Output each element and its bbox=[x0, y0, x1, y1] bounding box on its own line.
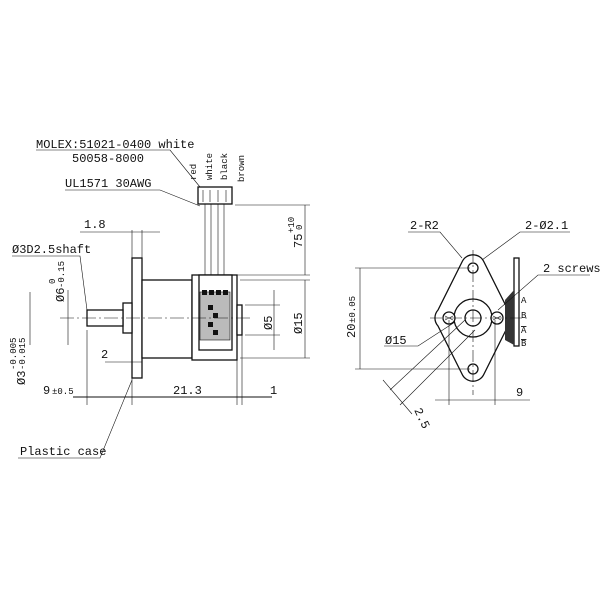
pin-b-bar: B bbox=[521, 339, 527, 349]
dim-shaft-dia-value: Ø3 bbox=[15, 371, 29, 385]
dim-terminal-offset: 9 bbox=[516, 386, 523, 400]
dim-flange-thickness: 1.8 bbox=[84, 218, 106, 232]
pin-a: A bbox=[521, 296, 527, 306]
motor-body bbox=[141, 279, 193, 359]
dim-hub-dia: Ø6 0 -0.15 bbox=[48, 261, 68, 302]
wire-color-red: red bbox=[189, 164, 199, 180]
front-view: 2-R2 2-Ø2.1 2 screws 20 ±0.05 Ø15 2.5 9 … bbox=[345, 219, 600, 431]
dim-shaft-length-tol: ±0.5 bbox=[52, 387, 74, 397]
terminal-board bbox=[513, 257, 520, 347]
wire-color-black: black bbox=[220, 153, 230, 180]
connector bbox=[197, 186, 233, 205]
dim-hub-tol-lower: -0.15 bbox=[57, 261, 67, 288]
screws-label: 2 screws bbox=[543, 262, 600, 276]
dim-body-dia: Ø15 bbox=[292, 312, 306, 334]
dim-lead-tol-upper: +10 bbox=[287, 217, 297, 233]
wire-color-brown: brown bbox=[237, 155, 247, 182]
wire-label: UL1571 30AWG bbox=[65, 177, 151, 191]
dim-boss-length: 1 bbox=[270, 384, 277, 398]
rear-boss bbox=[236, 304, 243, 336]
connector-part-number: 50058-8000 bbox=[72, 152, 144, 166]
dim-shaft-dia: Ø3 -0.005 -0.015 bbox=[9, 338, 29, 385]
dim-hub-tol-upper: 0 bbox=[48, 279, 58, 284]
pin-a-bar: A bbox=[521, 326, 527, 336]
pin-b: B bbox=[521, 311, 527, 321]
radius-label: 2-R2 bbox=[410, 219, 439, 233]
lead-wires bbox=[204, 204, 225, 275]
dim-hub-length: 2 bbox=[101, 348, 108, 362]
shaft-label: Ø3D2.5shaft bbox=[12, 243, 91, 257]
dim-shaft-tol-lower: -0.015 bbox=[18, 338, 28, 370]
dim-offset: 2.5 bbox=[410, 406, 432, 432]
dim-body-length: 21.3 bbox=[173, 384, 202, 398]
dim-lead-tol-lower: 0 bbox=[295, 225, 305, 230]
side-view: MOLEX:51021-0400 white 50058-8000 UL1571… bbox=[9, 138, 310, 459]
dim-lead-length-value: 75 bbox=[292, 234, 306, 248]
wire-color-white: white bbox=[205, 153, 215, 180]
dim-hole-spacing-value: 20 bbox=[345, 324, 359, 338]
dim-shaft-tol-upper: -0.005 bbox=[9, 338, 19, 370]
dim-front-body-dia: Ø15 bbox=[385, 334, 407, 348]
dim-shaft-length: 9 bbox=[43, 384, 50, 398]
dim-hub-dia-value: Ø6 bbox=[54, 288, 68, 302]
case-label: Plastic case bbox=[20, 445, 106, 459]
connector-label: MOLEX:51021-0400 white bbox=[36, 138, 194, 152]
dim-boss-dia: Ø5 bbox=[262, 316, 276, 330]
dim-lead-length: 75 +10 0 bbox=[287, 217, 306, 248]
hole-label: 2-Ø2.1 bbox=[525, 219, 568, 233]
dim-hole-spacing: 20 ±0.05 bbox=[345, 296, 359, 338]
dim-hole-spacing-tol: ±0.05 bbox=[348, 296, 358, 323]
